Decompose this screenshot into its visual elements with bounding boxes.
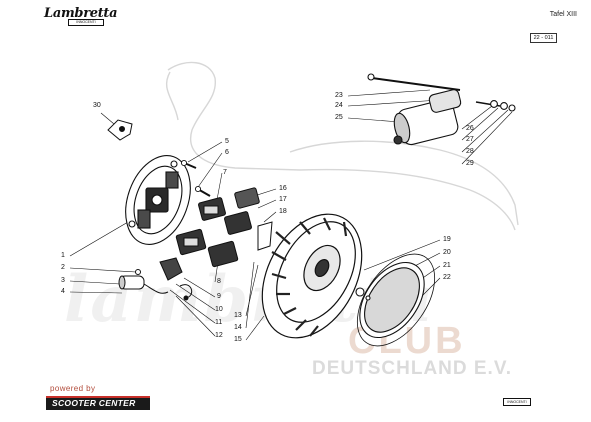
callout-26: 26 <box>466 125 474 132</box>
callout-1: 1 <box>61 252 65 259</box>
logo-innocenti-badge: INNOCENTI <box>68 19 104 26</box>
callout-27: 27 <box>466 136 474 143</box>
screw-parts <box>180 159 211 197</box>
scooter-center-logo: SCOOTER CENTER <box>46 396 150 410</box>
callout-6: 6 <box>225 149 229 156</box>
condenser-and-small-parts <box>118 257 193 301</box>
clip-part <box>107 119 133 141</box>
flywheel <box>261 213 363 339</box>
callout-13: 13 <box>234 312 242 319</box>
callout-17: 17 <box>279 196 287 203</box>
callout-19: 19 <box>443 236 451 243</box>
scooter-center-text: SCOOTER CENTER <box>52 398 136 408</box>
callout-20: 20 <box>443 249 451 256</box>
starter-motor <box>367 73 516 146</box>
callout-4: 4 <box>61 288 65 295</box>
innocenti-footer-mark: INNOCENTI <box>503 398 531 406</box>
powered-by-label: powered by <box>50 384 96 393</box>
scooter-silhouette-background <box>165 61 519 231</box>
callout-25: 25 <box>335 114 343 121</box>
callout-11: 11 <box>215 319 223 326</box>
callout-30: 30 <box>93 102 101 109</box>
callout-2: 2 <box>61 264 65 271</box>
callout-24: 24 <box>335 102 343 109</box>
diagram-code: 22 - 011 <box>530 33 557 43</box>
plate-number: Tafel XIII <box>549 11 577 18</box>
stator-plate <box>125 155 191 245</box>
callout-8: 8 <box>217 278 221 285</box>
logo-wordmark: Lambretta <box>44 6 118 21</box>
callout-16: 16 <box>279 185 287 192</box>
callout-14: 14 <box>234 324 242 331</box>
callout-10: 10 <box>215 306 223 313</box>
callout-28: 28 <box>466 148 474 155</box>
lambretta-logo: Lambretta INNOCENTI <box>44 6 118 26</box>
callout-12: 12 <box>215 332 223 339</box>
callout-3: 3 <box>61 277 65 284</box>
callout-22: 22 <box>443 274 451 281</box>
callout-5: 5 <box>225 138 229 145</box>
callout-15: 15 <box>234 336 242 343</box>
bracket-part <box>257 221 273 251</box>
callout-23: 23 <box>335 92 343 99</box>
coil-assembly <box>175 187 260 268</box>
callout-18: 18 <box>279 208 287 215</box>
watermark-deutschland: DEUTSCHLAND E.V. <box>312 358 513 379</box>
logo-stripe <box>46 396 150 398</box>
callout-21: 21 <box>443 262 451 269</box>
callout-29: 29 <box>466 160 474 167</box>
callout-7: 7 <box>223 169 227 176</box>
callout-9: 9 <box>217 293 221 300</box>
flywheel-cover <box>355 253 436 347</box>
